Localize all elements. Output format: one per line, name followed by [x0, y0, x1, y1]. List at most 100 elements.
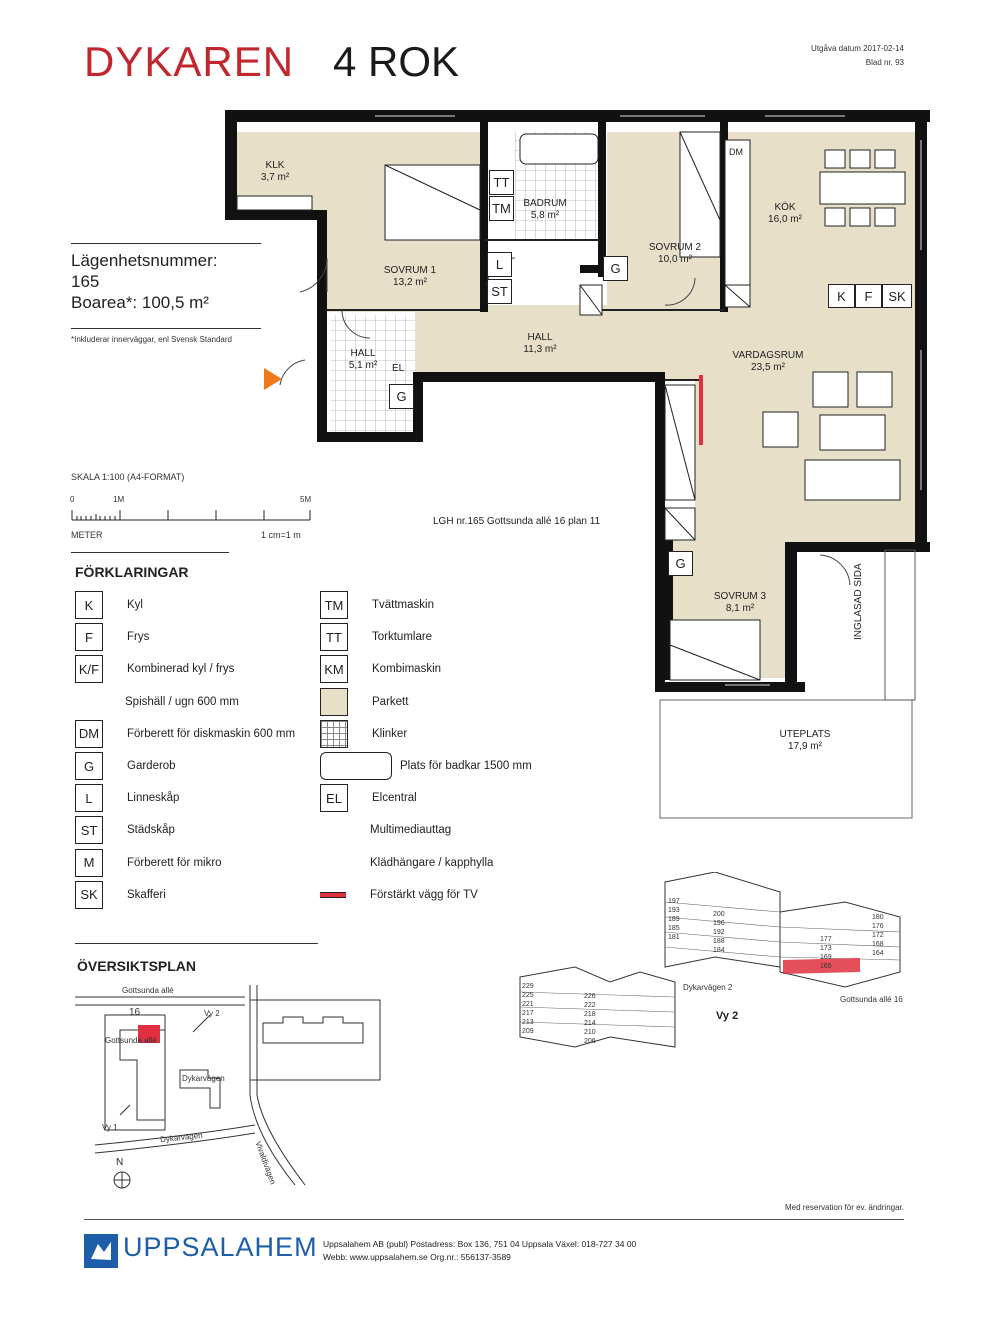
- unit-number: 213: [522, 1019, 534, 1026]
- legend-symbol: M: [75, 848, 103, 877]
- plan-title: DYKAREN: [84, 38, 295, 85]
- building-3d-view: [519, 872, 901, 1048]
- hall-tile-floor: [330, 315, 415, 440]
- overview-map: [75, 985, 381, 1189]
- fixture-st: ST: [487, 279, 512, 304]
- fixture-sk: SK: [882, 284, 912, 308]
- terrace: [659, 699, 913, 819]
- legend-item: Parkett: [320, 686, 532, 718]
- apartment-info: Lägenhetsnummer: 165 Boarea*: 100,5 m²: [71, 250, 217, 313]
- scale-unit: METER: [71, 530, 103, 540]
- fixture-tm: TM: [489, 196, 514, 221]
- street-label-b: Gottsunda allé 16: [840, 995, 903, 1004]
- divider: [71, 243, 261, 244]
- legend-symbol: [320, 687, 348, 716]
- view-2-marker: Vy 2: [204, 1009, 220, 1018]
- legend-item: Plats för badkar 1500 mm: [320, 750, 532, 782]
- legend-symbol: SK: [75, 880, 103, 909]
- legend-label: Plats för badkar 1500 mm: [400, 760, 532, 773]
- building-dykarvagen: Dykarvägen: [182, 1074, 225, 1083]
- legend-item: Klädhängare / kapphylla: [320, 847, 532, 879]
- legend-item: K Kyl: [75, 589, 295, 621]
- fixture-g: G: [668, 551, 693, 576]
- fixture-tt: TT: [489, 170, 514, 195]
- unit-number: 206: [584, 1038, 596, 1045]
- unit-number: 185: [668, 925, 680, 932]
- legend-symbol: ST: [75, 816, 103, 845]
- legend-label: Kyl: [127, 599, 143, 612]
- legend-symbol: K/F: [75, 655, 103, 684]
- fixture-f: F: [855, 284, 882, 308]
- apartment-number-label: Lägenhetsnummer:: [71, 251, 218, 270]
- unit-number: 193: [668, 907, 680, 914]
- unit-number: 217: [522, 1010, 534, 1017]
- divider: [75, 943, 318, 944]
- apartment-number: 165: [71, 272, 100, 291]
- legend-item: Förstärkt vägg för TV: [320, 879, 532, 911]
- fixture-el: EL: [392, 363, 405, 374]
- view-1-marker: Vy 1: [102, 1123, 118, 1132]
- unit-number: 225: [522, 992, 534, 999]
- entrance-arrow: [264, 368, 282, 390]
- unit-number: 210: [584, 1029, 596, 1036]
- overview-title: ÖVERSIKTSPLAN: [77, 958, 197, 974]
- legend-item: DM Förberett för diskmaskin 600 mm: [75, 718, 295, 750]
- plan-caption: LGH nr.165 Gottsunda allé 16 plan 11: [433, 516, 601, 527]
- legend-label: Garderob: [127, 760, 176, 773]
- street-label-a: Dykarvägen 2: [683, 983, 733, 992]
- legend-label: Klädhängare / kapphylla: [370, 856, 494, 869]
- north-label: N: [116, 1157, 124, 1168]
- legend-label: Multimediauttag: [370, 824, 452, 837]
- legend-symbol: [320, 719, 348, 748]
- legend-symbol: DM: [75, 719, 103, 748]
- scale-tick-1: 1M: [113, 495, 125, 504]
- legend-label: Kombimaskin: [372, 663, 442, 676]
- building-gottsunda: Gottsunda allé: [105, 1036, 157, 1045]
- legend-symbol: K: [75, 591, 103, 620]
- unit-number: 229: [522, 983, 534, 990]
- brand-name: UPPSALAHEM: [123, 1232, 318, 1262]
- legend-title: FÖRKLARINGAR: [75, 564, 189, 580]
- legend-symbol: L: [75, 784, 103, 813]
- legend-label: Spishäll / ugn 600 mm: [125, 695, 239, 708]
- divider: [71, 552, 229, 553]
- fixture-g: G: [603, 256, 628, 281]
- unit-number: 218: [584, 1011, 596, 1018]
- unit-number: 169: [820, 954, 832, 961]
- legend-symbol: [320, 817, 346, 844]
- unit-number: 214: [584, 1020, 596, 1027]
- plan-subtitle: 4 ROK: [333, 38, 460, 85]
- fixture-k: K: [828, 284, 855, 308]
- unit-number: 188: [713, 938, 725, 945]
- unit-number: 200: [713, 911, 725, 918]
- scale-tick-0: 0: [70, 495, 75, 504]
- legend-label: Förberett för mikro: [127, 856, 222, 869]
- fixture-l: L: [487, 252, 512, 277]
- unit-number: 196: [713, 920, 725, 927]
- unit-number: 168: [872, 941, 884, 948]
- scale-bar: [71, 510, 311, 521]
- scale-title: SKALA 1:100 (A4-FORMAT): [71, 472, 185, 482]
- unit-number: 226: [584, 993, 596, 1000]
- legend-item: Klinker: [320, 718, 532, 750]
- fixture-dm: DM: [729, 147, 743, 157]
- legend-label: Förberett för diskmaskin 600 mm: [127, 727, 296, 740]
- fixture-g: G: [389, 384, 414, 409]
- legend-item: Multimediauttag: [320, 814, 532, 846]
- legend-symbol: [320, 752, 392, 781]
